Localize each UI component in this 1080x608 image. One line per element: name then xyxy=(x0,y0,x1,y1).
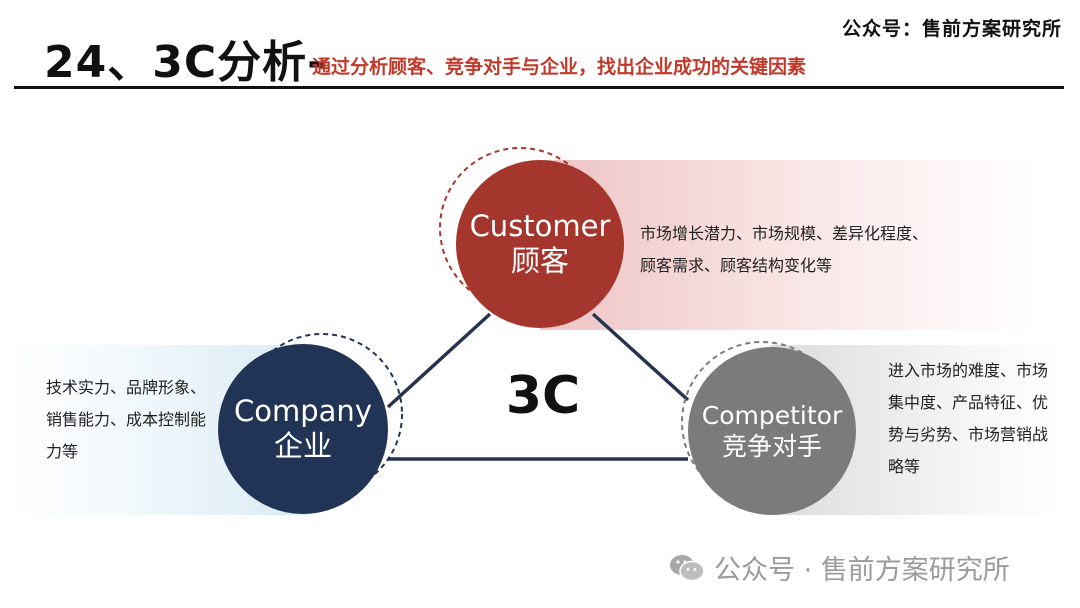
customer-label-en: Customer xyxy=(469,209,611,243)
connector-customer-company xyxy=(386,312,492,409)
customer-circle: Customer 顾客 xyxy=(456,160,624,328)
connector-customer-competitor xyxy=(591,312,690,402)
company-label-en: Company xyxy=(234,394,372,428)
center-label: 3C xyxy=(505,366,581,426)
title-divider xyxy=(14,86,1064,89)
watermark-text: 公众号 · 售前方案研究所 xyxy=(714,555,1010,586)
company-dashed-ring xyxy=(241,333,403,495)
page-title: 24、3C分析- xyxy=(44,37,327,88)
customer-label-cn: 顾客 xyxy=(510,244,569,278)
watermark: 公众号 · 售前方案研究所 xyxy=(668,548,1010,587)
competitor-circle: Competitor 竞争对手 xyxy=(688,347,856,515)
brand-label: 公众号：售前方案研究所 xyxy=(841,18,1062,40)
page-subtitle: 通过分析顾客、竞争对手与企业，找出企业成功的关键因素 xyxy=(312,56,807,78)
competitor-description: 进入市场的难度、市场集中度、产品特征、优势与劣势、市场营销战略等 xyxy=(888,361,1049,476)
company-description: 技术实力、品牌形象、销售能力、成本控制能力等 xyxy=(46,378,207,461)
customer-description: 市场增长潜力、市场规模、差异化程度、顾客需求、顾客结构变化等 xyxy=(640,224,929,275)
company-label-cn: 企业 xyxy=(273,429,332,463)
company-circle: Company 企业 xyxy=(218,344,388,514)
competitor-label-cn: 竞争对手 xyxy=(721,432,822,461)
competitor-label-en: Competitor xyxy=(701,401,843,430)
wechat-icon xyxy=(670,554,705,581)
